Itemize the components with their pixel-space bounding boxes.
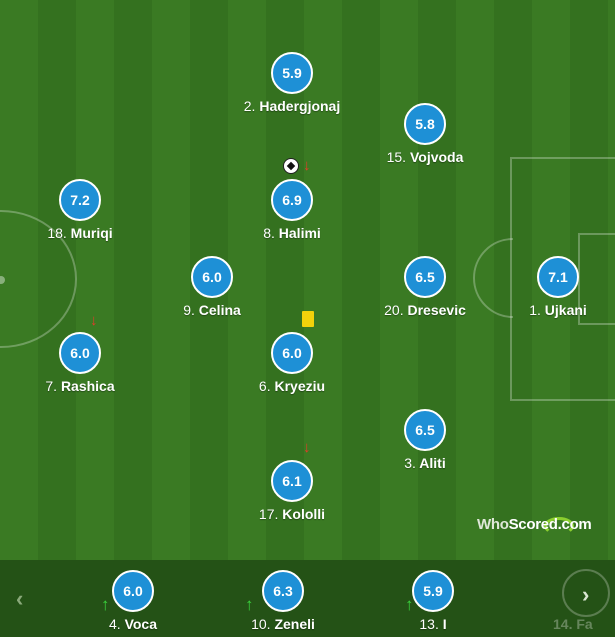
player-halimi[interactable]: 6.9 8. Halimi <box>232 179 352 241</box>
substitute-faded: 14. Fa <box>553 616 593 632</box>
chevron-right-icon[interactable]: › <box>582 582 590 607</box>
arrow-down-icon: ↓ <box>303 157 311 174</box>
arrow-down-icon: ↓ <box>90 312 98 329</box>
player-name: 1. Ujkani <box>529 302 587 318</box>
player-hadergjonaj[interactable]: 5.9 2. Hadergjonaj <box>232 52 352 114</box>
six-yard-box <box>578 233 615 325</box>
player-name: 4. Voca <box>108 616 157 632</box>
arrow-down-icon: ↓ <box>303 439 311 456</box>
player-ujkani[interactable]: 7.1 1. Ujkani <box>498 256 615 318</box>
substitute-zeneli[interactable]: 6.3 10. Zeneli <box>223 570 343 632</box>
rating-badge: 6.0 <box>112 570 154 612</box>
player-name: 9. Celina <box>183 302 241 318</box>
player-name: 6. Kryeziu <box>258 378 326 394</box>
player-name: 17. Kololli <box>258 506 326 522</box>
rating-badge: 6.5 <box>404 409 446 451</box>
player-name: 8. Halimi <box>263 225 321 241</box>
player-celina[interactable]: 6.0 9. Celina <box>152 256 272 318</box>
pitch: 5.9 2. Hadergjonaj 5.8 15. Vojvoda 7.2 1… <box>0 0 615 560</box>
substitutes-bench: ‹ ↑ 6.0 4. Voca ↑ 6.3 10. Zeneli ↑ 5.9 1… <box>0 560 615 637</box>
substitute-voca[interactable]: 6.0 4. Voca <box>73 570 193 632</box>
next-button[interactable] <box>562 569 610 617</box>
player-muriqi[interactable]: 7.2 18. Muriqi <box>20 179 140 241</box>
rating-badge: 6.3 <box>262 570 304 612</box>
rating-badge: 7.2 <box>59 179 101 221</box>
rating-badge: 6.5 <box>404 256 446 298</box>
rating-badge: 5.9 <box>271 52 313 94</box>
arrow-up-icon: ↑ <box>245 595 254 614</box>
player-name: 3. Aliti <box>404 455 446 471</box>
rating-badge: 5.8 <box>404 103 446 145</box>
player-vojvoda[interactable]: 5.8 15. Vojvoda <box>365 103 485 165</box>
player-name: 20. Dresevic <box>384 302 466 318</box>
rating-badge: 5.9 <box>412 570 454 612</box>
player-name: 13. I <box>419 616 447 632</box>
player-name: 18. Muriqi <box>47 225 113 241</box>
whoscored-watermark: WhoScored.com <box>477 516 592 533</box>
rating-badge: 6.0 <box>191 256 233 298</box>
player-name: 7. Rashica <box>45 378 115 394</box>
player-dresevic[interactable]: 6.5 20. Dresevic <box>365 256 485 318</box>
yellow-card-icon <box>302 311 314 327</box>
player-kololli[interactable]: 6.1 17. Kololli <box>232 460 352 522</box>
center-spot <box>0 276 5 284</box>
rating-badge: 6.1 <box>271 460 313 502</box>
rating-badge: 6.0 <box>59 332 101 374</box>
player-kryeziu[interactable]: 6.0 6. Kryeziu <box>232 332 352 394</box>
chevron-left-icon[interactable]: ‹ <box>16 586 24 611</box>
player-name: 10. Zeneli <box>251 616 315 632</box>
player-aliti[interactable]: 6.5 3. Aliti <box>365 409 485 471</box>
arrow-up-icon: ↑ <box>405 595 414 614</box>
rating-badge: 6.9 <box>271 179 313 221</box>
arrow-up-icon: ↑ <box>101 595 110 614</box>
substitute-i[interactable]: 5.9 13. I <box>373 570 493 632</box>
rating-badge: 7.1 <box>537 256 579 298</box>
player-name: 2. Hadergjonaj <box>243 98 341 114</box>
player-rashica[interactable]: 6.0 7. Rashica <box>20 332 140 394</box>
football-icon <box>283 158 299 174</box>
player-name: 15. Vojvoda <box>386 149 464 165</box>
whoscored-logo-icon <box>544 517 574 535</box>
rating-badge: 6.0 <box>271 332 313 374</box>
